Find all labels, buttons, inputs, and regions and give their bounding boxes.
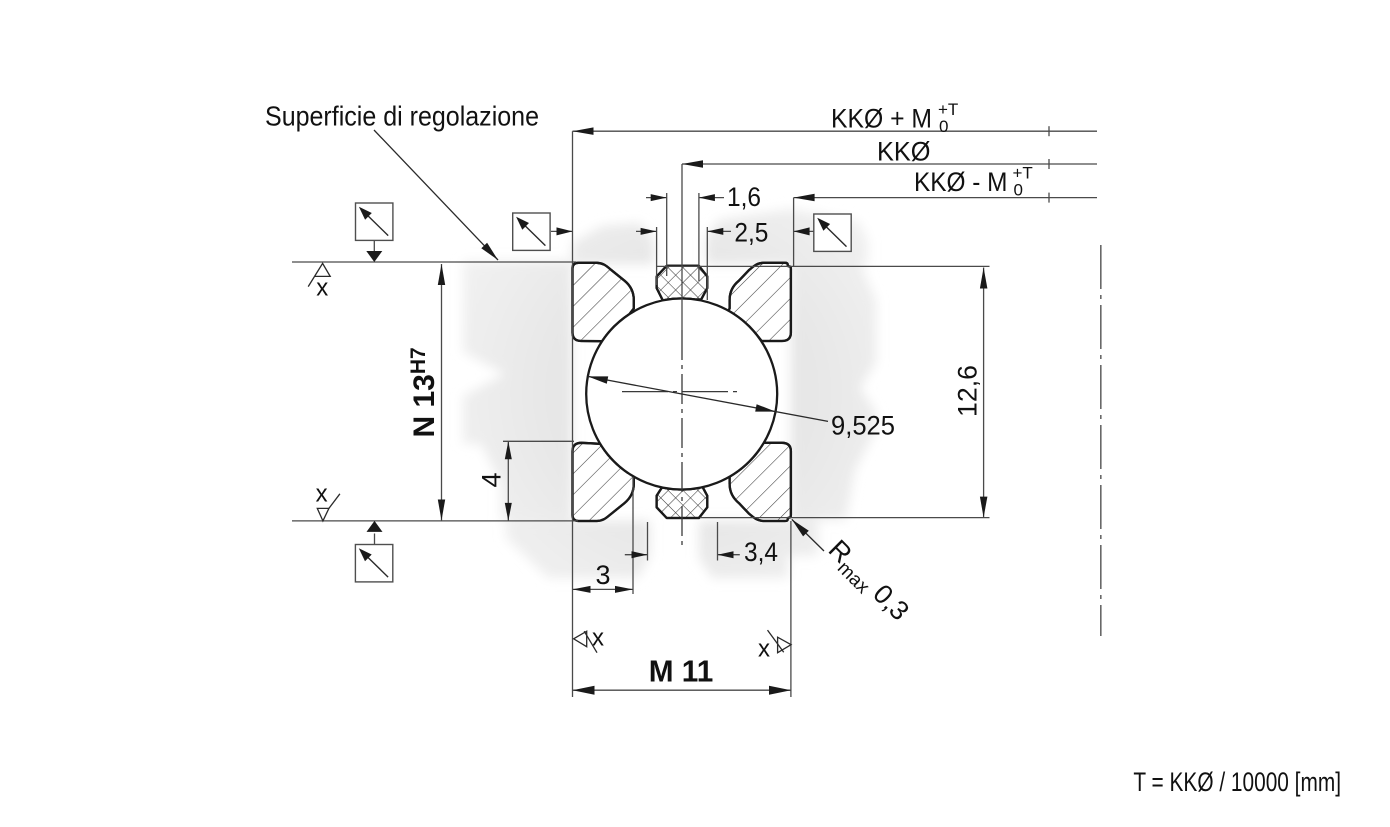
svg-text:x: x (316, 274, 328, 301)
svg-text:x: x (758, 635, 770, 662)
svg-text:12,6: 12,6 (953, 365, 983, 417)
svg-text:+T: +T (1013, 164, 1033, 183)
svg-text:1,6: 1,6 (727, 182, 761, 212)
svg-text:T = KKØ / 10000 [mm]: T = KKØ / 10000 [mm] (1133, 767, 1341, 797)
svg-text:4: 4 (477, 472, 507, 487)
svg-text:0: 0 (939, 117, 948, 136)
svg-text:Superficie di regolazione: Superficie di regolazione (265, 101, 539, 132)
svg-text:0: 0 (1014, 180, 1023, 199)
svg-text:KKØ + M: KKØ + M (831, 104, 932, 134)
svg-text:M 11: M 11 (649, 654, 714, 689)
svg-text:+T: +T (938, 100, 958, 119)
svg-text:3,4: 3,4 (744, 537, 778, 567)
svg-text:9,525: 9,525 (831, 411, 895, 441)
svg-text:KKØ - M: KKØ - M (914, 167, 1008, 197)
svg-text:KKØ: KKØ (877, 137, 931, 167)
svg-text:x: x (316, 481, 328, 508)
svg-text:2,5: 2,5 (734, 218, 768, 248)
svg-text:3: 3 (595, 560, 610, 590)
svg-text:x: x (592, 624, 604, 651)
